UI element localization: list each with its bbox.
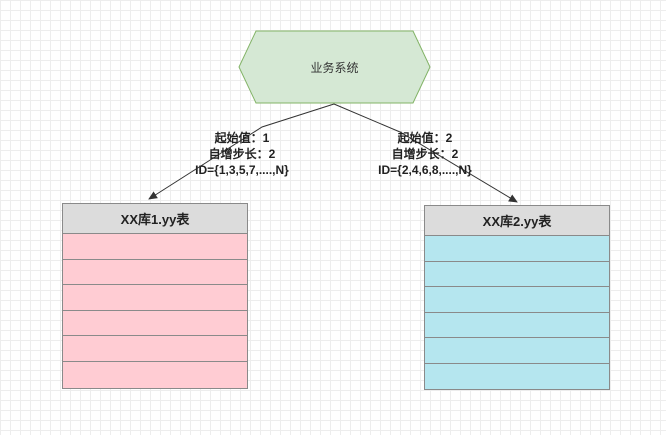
right-table-row <box>425 261 609 287</box>
edge-to-left-table <box>148 103 335 200</box>
left-table-rows <box>63 234 247 388</box>
left-id-set: ID={1,3,5,7,....,N} <box>195 163 289 177</box>
hexagon-shape <box>238 30 431 104</box>
left-table-title: XX库1.yy表 <box>63 204 247 234</box>
business-system-label: 业务系统 <box>310 60 359 75</box>
right-table-row <box>425 312 609 338</box>
left-table-row <box>63 259 247 286</box>
right-id-set: ID={2,4,6,8,....,N} <box>378 163 472 177</box>
right-table: XX库2.yy表 <box>424 205 610 390</box>
left-table-row <box>63 336 247 362</box>
right-edge-label: 起始值：2 自增步长：2 ID={2,4,6,8,....,N} <box>350 130 500 178</box>
right-table-rows <box>425 236 609 389</box>
edge-to-right-table <box>333 103 518 203</box>
right-table-row <box>425 287 609 313</box>
right-step-value: 自增步长：2 <box>391 147 459 161</box>
left-table-row <box>63 234 247 260</box>
left-table-row <box>63 361 247 388</box>
right-table-row <box>425 236 609 262</box>
left-start-value: 起始值：1 <box>214 131 270 145</box>
left-table-row <box>63 310 247 337</box>
left-step-value: 自增步长：2 <box>208 147 276 161</box>
left-table-row <box>63 285 247 311</box>
business-system-node: 业务系统 <box>238 30 431 104</box>
right-table-row <box>425 363 609 389</box>
right-table-row <box>425 338 609 364</box>
right-table-title: XX库2.yy表 <box>425 206 609 236</box>
left-edge-label: 起始值：1 自增步长：2 ID={1,3,5,7,....,N} <box>167 130 317 178</box>
left-table: XX库1.yy表 <box>62 203 248 389</box>
right-start-value: 起始值：2 <box>397 131 453 145</box>
